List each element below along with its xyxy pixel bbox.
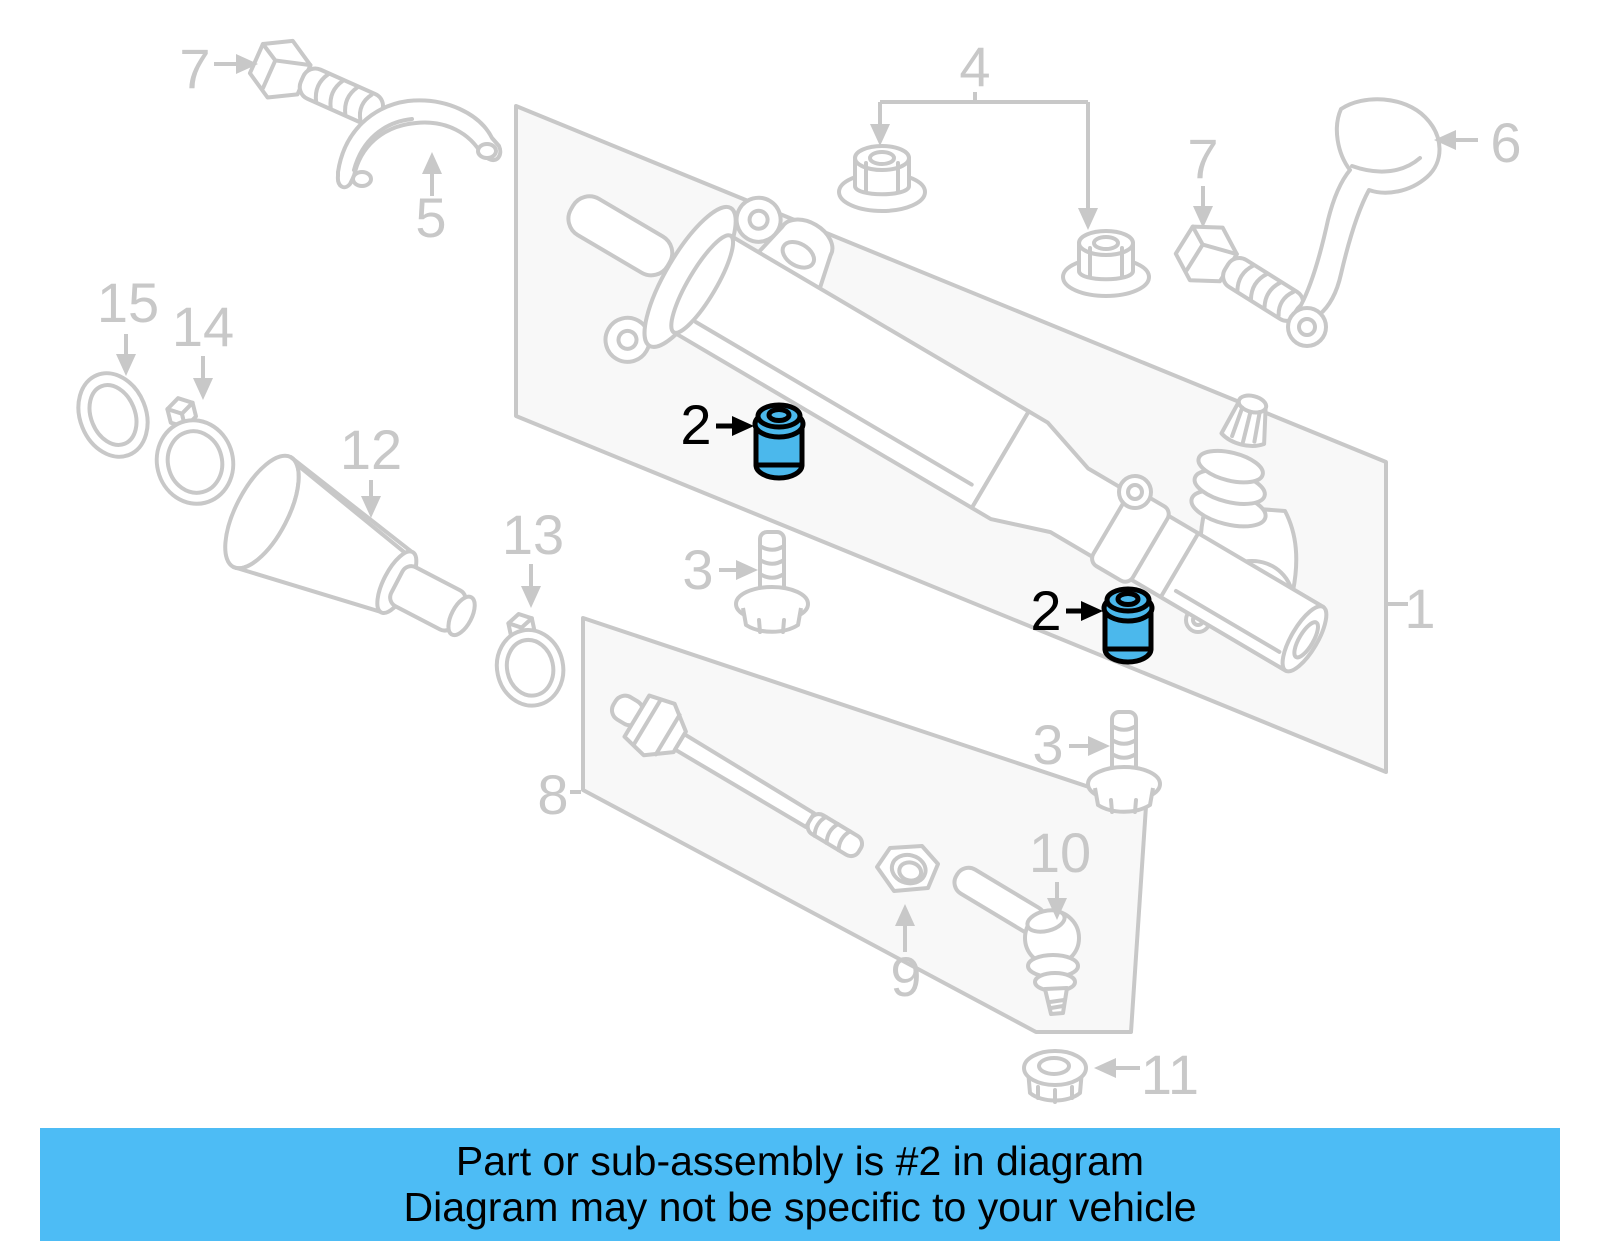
part-label-15: 15 bbox=[97, 271, 159, 334]
highlighted-part-2b: 2 bbox=[1030, 579, 1152, 662]
part-15-oring-drawing bbox=[76, 371, 150, 459]
highlighted-part-2a: 2 bbox=[680, 393, 803, 478]
highlighted-bushing-b bbox=[1104, 589, 1152, 662]
highlighted-bushing-a bbox=[755, 405, 803, 478]
callouts: 7 5 4 7 6 15 14 12 13 3 3 1 8 9 10 11 bbox=[97, 35, 1522, 1106]
part-3-bolt-left-drawing bbox=[734, 530, 810, 634]
part-4-nut-left-drawing bbox=[837, 144, 927, 213]
part-1-rack-tube-end bbox=[1158, 531, 1329, 674]
banner-line-1: Part or sub-assembly is #2 in diagram bbox=[455, 1137, 1145, 1184]
part-11-nut-drawing bbox=[1022, 1049, 1088, 1104]
part-10-tie-rod-end-drawing bbox=[952, 865, 1081, 1016]
part-4-nut-right-drawing bbox=[1061, 229, 1151, 298]
part-label-11: 11 bbox=[1141, 1043, 1199, 1106]
part-label-2b: 2 bbox=[1030, 579, 1061, 642]
bracket-4 bbox=[880, 92, 1088, 104]
part-label-7b: 7 bbox=[1187, 127, 1218, 190]
part-8-inner-tie-rod-drawing bbox=[609, 693, 865, 859]
part-label-8: 8 bbox=[537, 763, 568, 826]
part-9-nut-drawing bbox=[875, 844, 940, 893]
part-label-7a: 7 bbox=[179, 37, 210, 100]
part-label-5: 5 bbox=[415, 186, 446, 249]
part-label-14: 14 bbox=[172, 295, 234, 358]
info-banner: Part or sub-assembly is #2 in diagram Di… bbox=[40, 1128, 1560, 1241]
part-13-clamp-drawing bbox=[494, 611, 566, 708]
part-12-boot-drawing bbox=[223, 453, 477, 638]
part-3-bolt-right-drawing bbox=[1086, 710, 1162, 814]
part-label-4: 4 bbox=[959, 35, 990, 98]
banner-line-2: Diagram may not be specific to your vehi… bbox=[403, 1183, 1197, 1230]
part-label-9: 9 bbox=[890, 945, 921, 1008]
part-5-clamp-drawing bbox=[335, 98, 503, 190]
part-label-3a: 3 bbox=[682, 538, 713, 601]
part-label-12: 12 bbox=[340, 418, 402, 481]
part-label-2a: 2 bbox=[680, 393, 711, 456]
part-14-clamp-drawing bbox=[154, 396, 236, 506]
part-label-1: 1 bbox=[1404, 577, 1435, 640]
panel-8-outline bbox=[581, 616, 1148, 1034]
part-label-10: 10 bbox=[1029, 821, 1091, 884]
part-label-13: 13 bbox=[502, 503, 564, 566]
part-6-bracket-drawing bbox=[1286, 97, 1442, 348]
part-label-6: 6 bbox=[1490, 111, 1521, 174]
part-label-3b: 3 bbox=[1032, 713, 1063, 776]
